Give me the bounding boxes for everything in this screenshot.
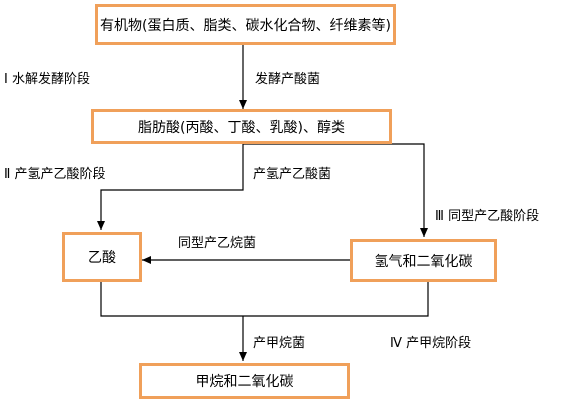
label-h2-acetogenic-bacteria: 产氢产乙酸菌	[253, 167, 332, 182]
arrow-fatty-acids-to-acetic-acid	[97, 144, 244, 230]
label-fermentative-bacteria: 发酵产酸菌	[255, 72, 321, 87]
box-acetic-acid: 乙酸	[62, 232, 142, 282]
box-fatty-acids: 脂肪酸(丙酸、丁酸、乳酸)、醇类	[91, 109, 392, 144]
label-stage-4: Ⅳ 产甲烷阶段	[390, 336, 472, 351]
line-acetic-acid-down	[100, 282, 429, 317]
label-stage-1: Ⅰ 水解发酵阶段	[4, 72, 90, 87]
box-organics: 有机物(蛋白质、脂类、碳水化合物、纤维素等)	[95, 4, 396, 45]
box-hydrogen-co2: 氢气和二氧化碳	[350, 239, 497, 282]
box-methane-co2: 甲烷和二氧化碳	[139, 363, 350, 399]
label-methanogenic-bacteria: 产甲烷菌	[253, 336, 306, 351]
label-stage-2: Ⅱ 产氢产乙酸阶段	[4, 167, 106, 182]
arrow-fatty-acids-to-hydrogen	[243, 143, 428, 237]
label-homoacetogenic-bacteria: 同型产乙烷菌	[178, 236, 257, 251]
label-stage-3: Ⅲ 同型产乙酸阶段	[435, 209, 540, 224]
